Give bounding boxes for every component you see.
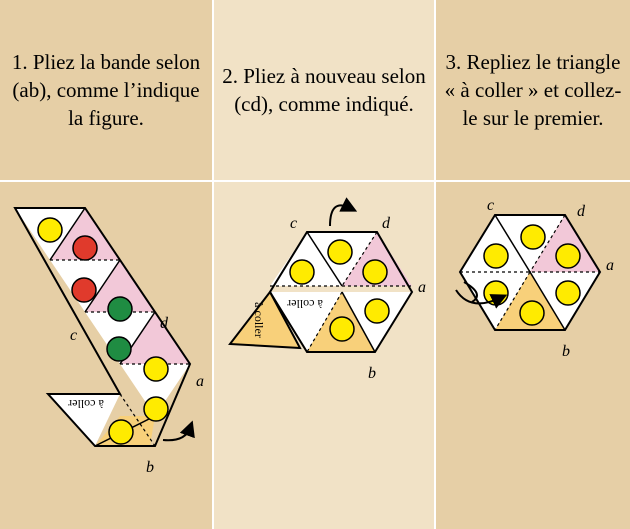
label-c: c bbox=[290, 215, 297, 232]
fold-line-dashed bbox=[494, 271, 531, 331]
white-triangle bbox=[120, 364, 190, 416]
edge-line bbox=[84, 259, 121, 313]
fold-line-dashed bbox=[529, 214, 566, 273]
label-c: c bbox=[487, 197, 494, 214]
fold-arrow-icon bbox=[329, 197, 358, 227]
white-triangle bbox=[270, 292, 342, 352]
dot-yellow bbox=[327, 239, 353, 265]
label-b: b bbox=[146, 459, 154, 476]
dot-yellow bbox=[329, 316, 355, 342]
step-3-hexagon: c d a b bbox=[455, 197, 614, 360]
separator-1 bbox=[212, 0, 214, 529]
edge-line bbox=[341, 291, 376, 353]
label-a: a bbox=[196, 373, 204, 390]
white-triangle bbox=[48, 394, 120, 446]
dot-yellow bbox=[362, 259, 388, 285]
edge-line bbox=[529, 271, 566, 331]
step-3-caption: 3. Repliez le triangle « à coller » et c… bbox=[444, 50, 622, 130]
dot-yellow bbox=[519, 300, 545, 326]
label-a: a bbox=[606, 257, 614, 274]
step-1-strip: à coller c d a b bbox=[13, 207, 204, 476]
dot-red bbox=[71, 277, 97, 303]
dot-red bbox=[72, 235, 98, 261]
label-d: d bbox=[382, 215, 391, 232]
edge-line bbox=[306, 231, 343, 287]
dot-green bbox=[106, 336, 132, 362]
label-d: d bbox=[577, 203, 586, 220]
label-b: b bbox=[368, 365, 376, 382]
fold-arrow-curve bbox=[463, 281, 478, 303]
glue-label: à coller bbox=[68, 397, 104, 411]
label-c: c bbox=[70, 327, 77, 344]
white-triangle bbox=[270, 232, 342, 286]
pink-triangle bbox=[530, 215, 600, 272]
glue-label: à coller bbox=[252, 302, 266, 338]
pink-triangle bbox=[120, 312, 190, 364]
dot-yellow bbox=[289, 259, 315, 285]
separator-horizontal bbox=[0, 180, 630, 182]
dot-yellow bbox=[555, 280, 581, 306]
step-2-caption: 2. Pliez à nouveau selon (cd), comme ind… bbox=[222, 64, 426, 116]
step-1-caption: 1. Pliez la bande selon (ab), comme l’in… bbox=[11, 50, 201, 130]
step-2-hexagon: à coller à coller c d a b bbox=[228, 197, 426, 382]
glue-triangle bbox=[230, 292, 300, 348]
pink-triangle bbox=[85, 260, 155, 312]
label-b: b bbox=[562, 343, 570, 360]
dot-yellow bbox=[555, 243, 581, 269]
dot-yellow bbox=[37, 217, 63, 243]
pink-triangle bbox=[50, 208, 120, 260]
dot-green bbox=[107, 296, 133, 322]
fold-line-dashed bbox=[341, 231, 378, 287]
dot-yellow bbox=[483, 243, 509, 269]
dot-yellow bbox=[143, 396, 169, 422]
pink-triangle bbox=[342, 232, 412, 286]
dot-yellow bbox=[108, 419, 134, 445]
edge-line bbox=[494, 214, 531, 273]
dot-yellow bbox=[364, 298, 390, 324]
edge-line bbox=[49, 207, 86, 261]
fold-line-dashed bbox=[119, 393, 156, 447]
glue-label: à coller bbox=[287, 297, 323, 311]
dot-yellow bbox=[143, 356, 169, 382]
dot-yellow bbox=[520, 224, 546, 250]
label-a: a bbox=[418, 279, 426, 296]
separator-2 bbox=[434, 0, 436, 529]
fold-arrow-icon bbox=[455, 289, 508, 309]
label-d: d bbox=[160, 315, 169, 332]
fold-arrow-icon bbox=[162, 420, 195, 442]
